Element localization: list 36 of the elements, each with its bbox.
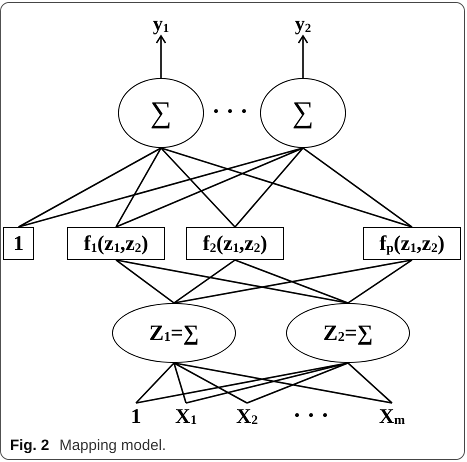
ellipsis: · · · <box>292 404 330 428</box>
connector-line <box>116 147 304 228</box>
output-label: y$_{1}$ <box>146 12 176 36</box>
connector-line <box>160 147 236 228</box>
function-box: f$_{2}$(z$_{1}$,z$_{2}$) <box>186 227 284 260</box>
connector-line <box>347 362 393 404</box>
connector-line <box>173 362 187 404</box>
connector-line <box>160 147 412 228</box>
input-label: X$_{1}$ <box>169 403 203 429</box>
connector-line <box>174 259 412 304</box>
connector-line <box>18 147 304 228</box>
constant-box: 1 <box>3 227 34 260</box>
input-label: X$_{2}$ <box>230 403 264 429</box>
function-box: f$_{1}$(z$_{1}$,z$_{2}$) <box>67 227 165 260</box>
connector-line <box>174 362 248 404</box>
connector-line <box>302 147 412 228</box>
connector-line <box>234 147 304 228</box>
connector-line <box>18 147 162 228</box>
arrow <box>298 35 308 78</box>
figure-caption: Fig. 2 Mapping model. <box>10 437 166 455</box>
connector-line <box>135 362 175 404</box>
connector-line <box>115 148 162 228</box>
connector-line <box>174 362 392 404</box>
function-box: f$_{p}$(z$_{1}$,z$_{2}$) <box>363 227 461 260</box>
input-label: X$_{m}$ <box>373 403 411 429</box>
output-label: y$_{2}$ <box>288 12 318 36</box>
ellipsis: · · · <box>210 100 249 124</box>
summation-ellipse: ∑ <box>260 78 346 148</box>
connector-line <box>348 259 412 304</box>
connector-line <box>174 259 236 304</box>
connector-line <box>234 259 348 304</box>
connector-line <box>246 362 348 404</box>
arrow <box>156 35 166 78</box>
summation-ellipse: ∑ <box>118 78 204 148</box>
connector-line <box>116 259 174 304</box>
input-label: 1 <box>123 403 149 429</box>
